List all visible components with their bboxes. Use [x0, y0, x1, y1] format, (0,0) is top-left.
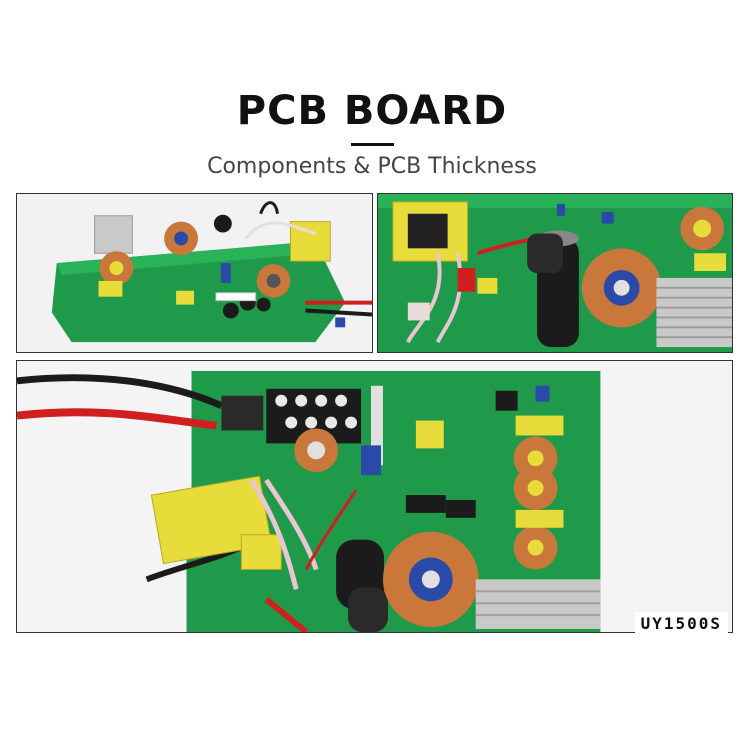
pcb-photo-topdown [16, 360, 733, 633]
pcb-photo-angled [16, 193, 373, 353]
page-subtitle: Components & PCB Thickness [207, 154, 537, 179]
model-label: UY1500S [634, 612, 728, 635]
title-underline [351, 143, 394, 146]
pcb-photo-closeup [377, 193, 733, 353]
page-title: PCB BOARD [236, 88, 508, 134]
